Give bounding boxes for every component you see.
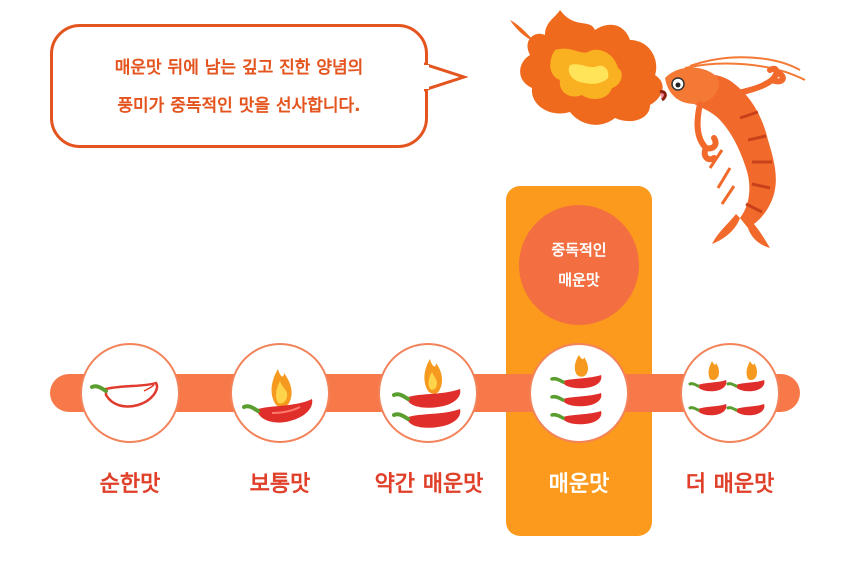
pepper-flame-icon (242, 369, 313, 423)
mild-pepper-icon (90, 381, 159, 408)
four-peppers-flame-icon (688, 361, 765, 416)
addictive-spicy-badge: 중독적인 매운맛 (519, 205, 639, 325)
bubble-tail (424, 62, 468, 92)
bubble-line-2: 풍미가 중독적인 맛을 선사합니다. (117, 96, 361, 116)
three-peppers-flame-icon (550, 355, 602, 425)
bubble-text: 매운맛 뒤에 남는 깊고 진한 양념의 풍미가 중독적인 맛을 선사합니다. (53, 49, 425, 125)
level-label-spicy: 매운맛 (548, 472, 610, 497)
level-circle-spicy (529, 343, 629, 443)
level-circle-more-spicy (680, 343, 780, 443)
shrimp-icon (659, 56, 806, 248)
fire-breathing-shrimp-icon (510, 10, 806, 248)
level-label-more-spicy: 더 매운맛 (685, 472, 775, 497)
bubble-line-1: 매운맛 뒤에 남는 깊고 진한 양념의 (114, 58, 364, 78)
level-circle-slightly-spicy (378, 343, 478, 443)
level-circle-mild (80, 343, 180, 443)
two-peppers-flame-icon (392, 359, 461, 428)
level-label-slightly-spicy: 약간 매운맛 (374, 472, 484, 497)
level-circle-normal (230, 343, 330, 443)
level-label-normal: 보통맛 (249, 472, 311, 497)
badge-line-1: 중독적인 (551, 241, 607, 259)
badge-line-2: 매운맛 (558, 271, 600, 289)
level-label-mild: 순한맛 (99, 472, 161, 497)
speech-bubble: 매운맛 뒤에 남는 깊고 진한 양념의 풍미가 중독적인 맛을 선사합니다. (50, 24, 428, 148)
